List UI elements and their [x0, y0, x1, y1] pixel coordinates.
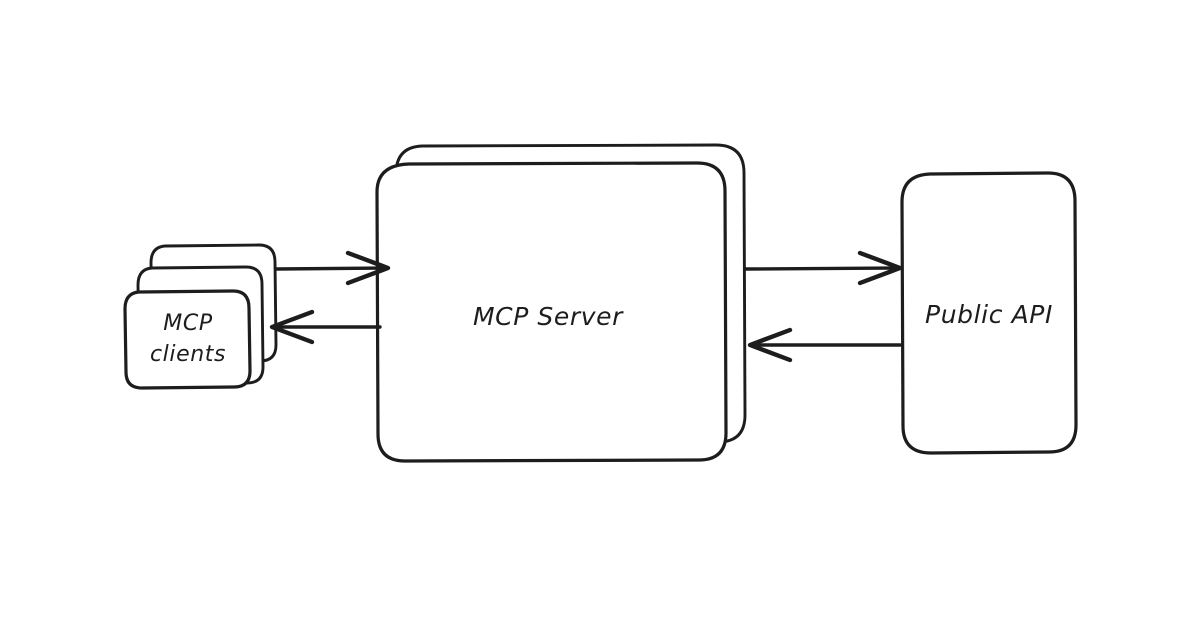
- connection-api-to-server[interactable]: [747, 327, 902, 363]
- mcp-clients-card-front: [123, 289, 252, 390]
- server-to-clients-arrowhead: [269, 309, 315, 345]
- mcp-clients-label-line-1: MCP: [163, 311, 213, 336]
- mcp-server-card-front: [375, 161, 728, 463]
- public-api-card: [900, 171, 1078, 455]
- mcp-server-label: MCP Server: [473, 302, 624, 331]
- clients-to-server-arrowhead: [345, 250, 391, 286]
- node-mcp-clients[interactable]: MCP clients: [123, 243, 278, 390]
- server-to-api-line: [744, 266, 900, 271]
- mcp-clients-label-line-2: clients: [150, 342, 226, 367]
- connection-clients-to-server[interactable]: [274, 250, 391, 286]
- public-api-label: Public API: [925, 300, 1053, 329]
- api-to-server-arrowhead: [747, 327, 793, 363]
- server-to-api-arrowhead: [857, 250, 903, 286]
- node-public-api[interactable]: Public API: [900, 171, 1078, 455]
- node-mcp-server[interactable]: MCP Server: [375, 143, 747, 463]
- connection-server-to-api[interactable]: [744, 250, 903, 286]
- connection-server-to-clients[interactable]: [269, 309, 382, 345]
- clients-to-server-line: [274, 266, 388, 271]
